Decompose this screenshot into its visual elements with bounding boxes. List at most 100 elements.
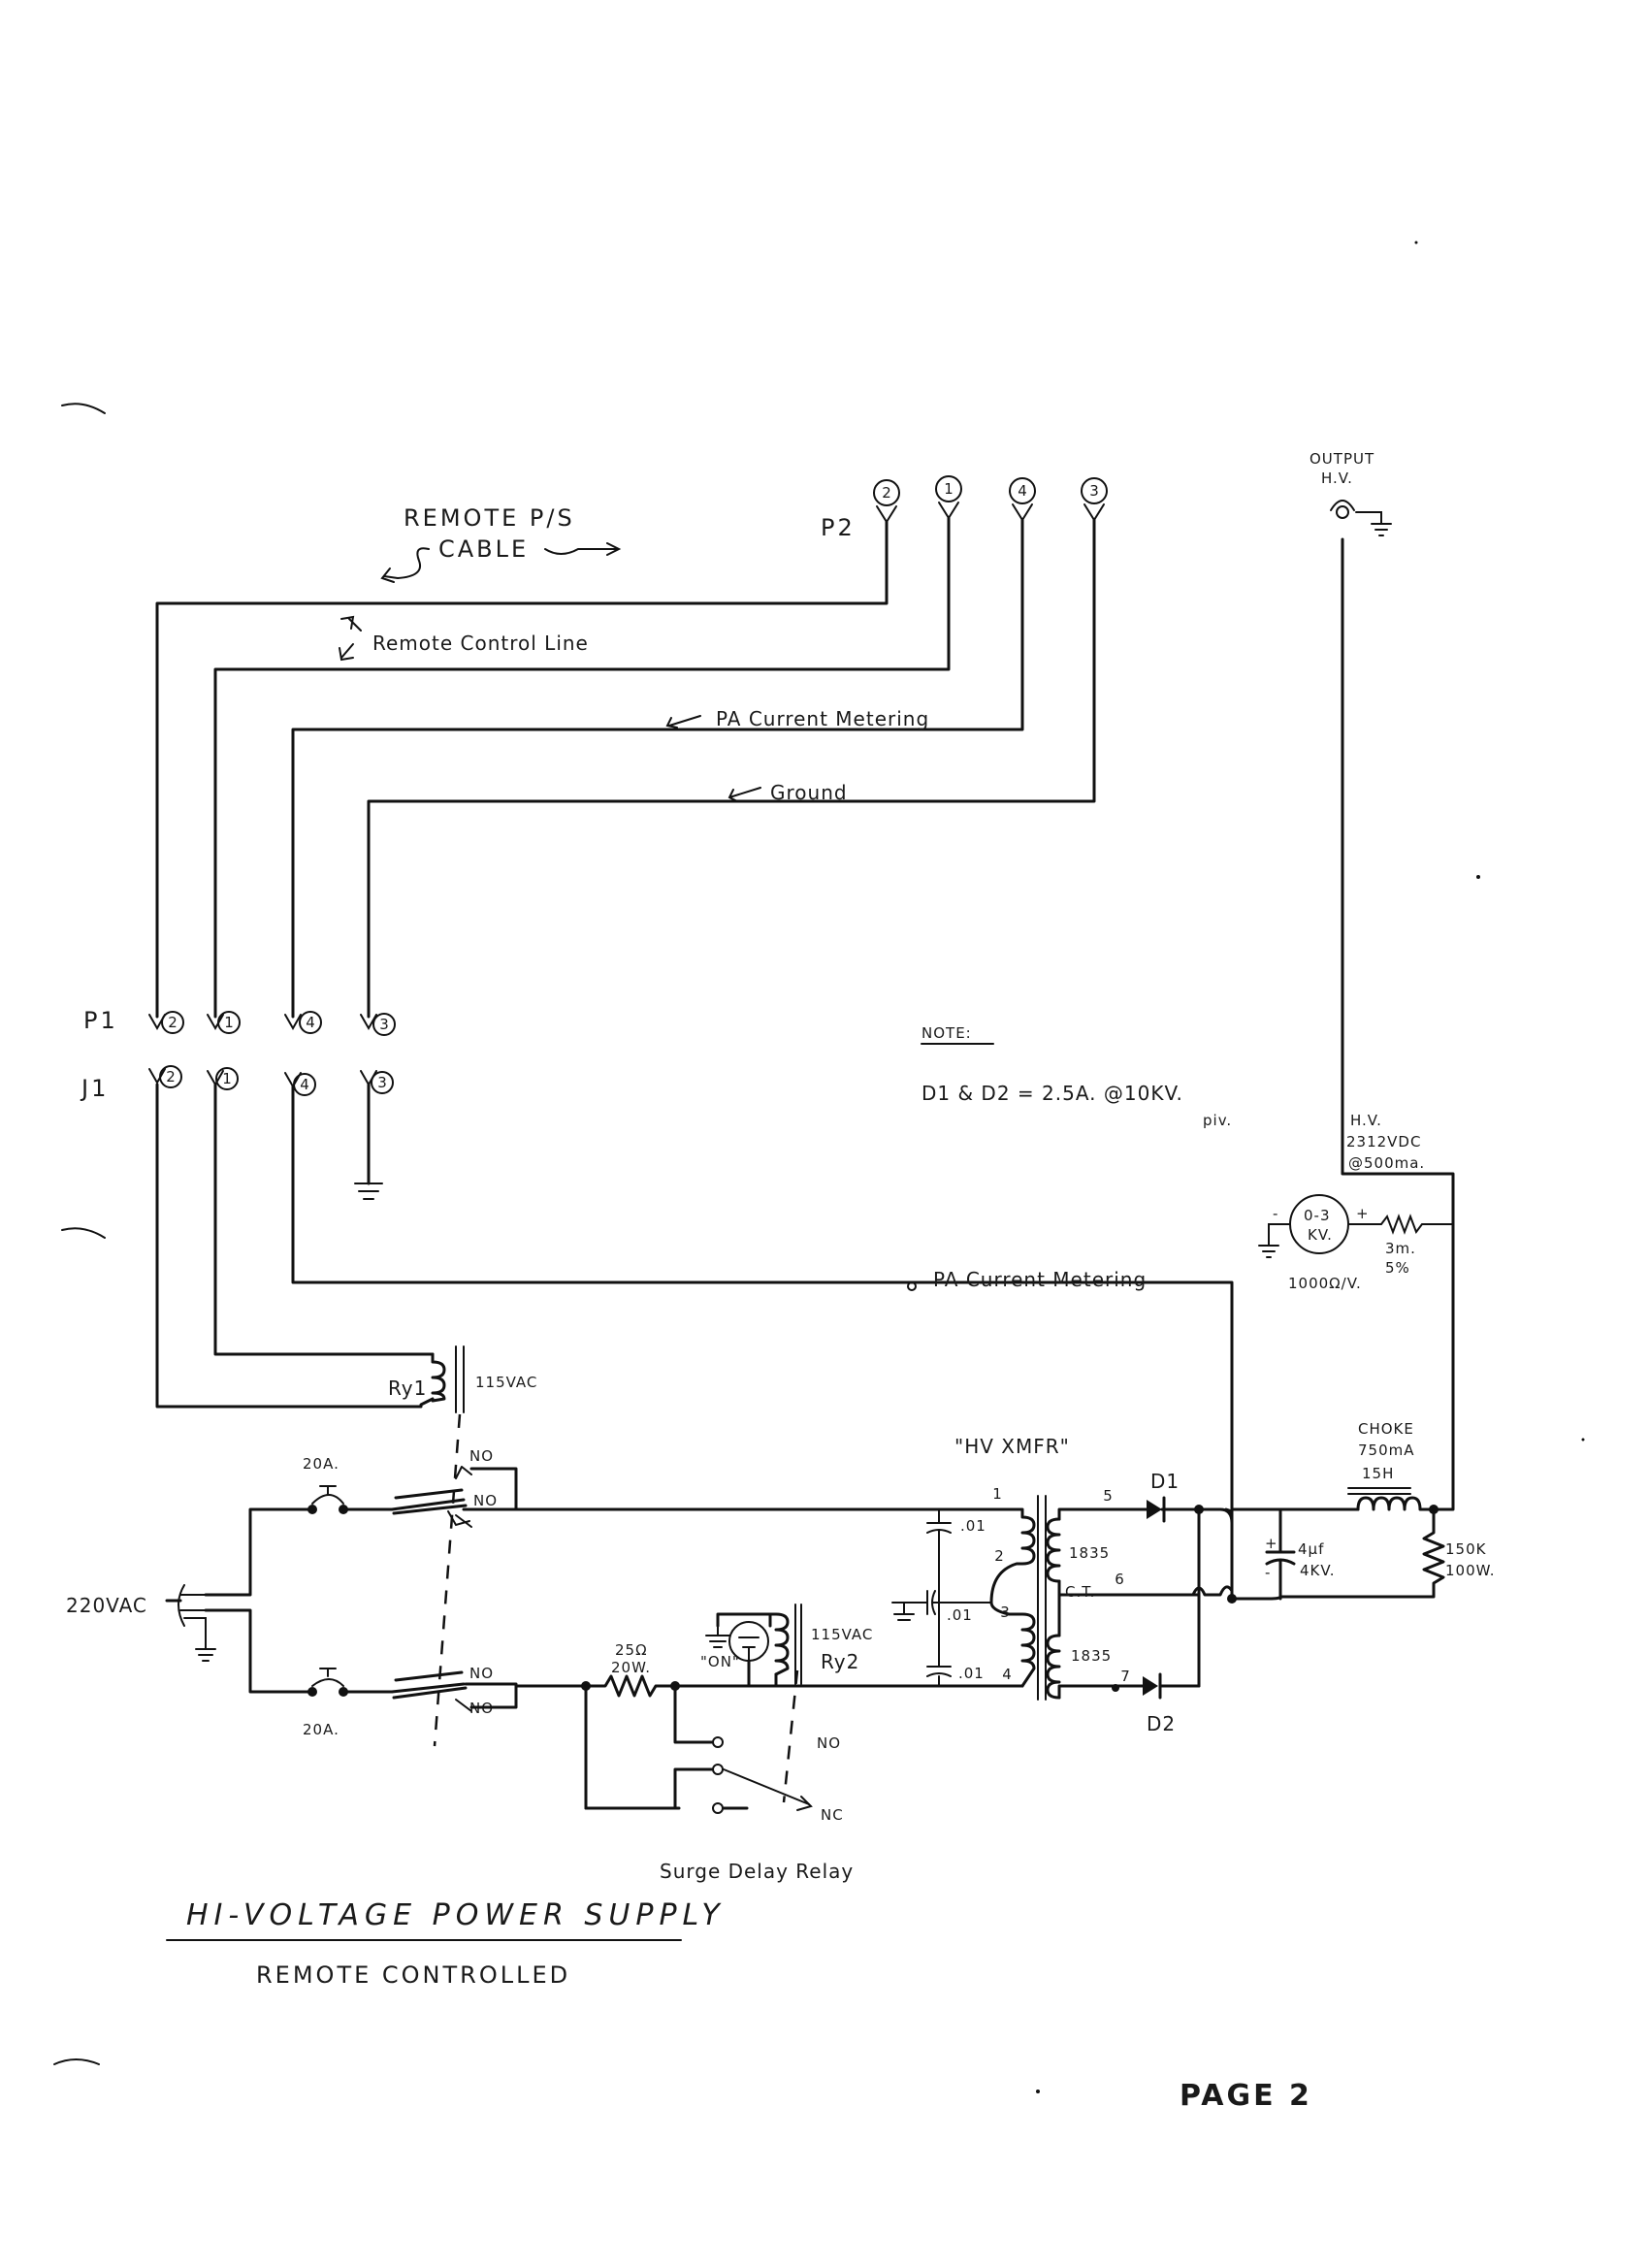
svg-text:20W.: 20W.	[611, 1659, 651, 1676]
on-lamp: "ON"	[700, 1612, 772, 1688]
remote-cable-wires	[155, 516, 1096, 1019]
svg-text:REMOTE CONTROLLED: REMOTE CONTROLLED	[256, 1961, 570, 1989]
svg-text:.01: .01	[947, 1606, 973, 1624]
svg-text:3: 3	[1000, 1604, 1010, 1621]
diode-d1: D1	[1137, 1470, 1201, 1523]
breaker-top: 20A.	[303, 1455, 394, 1514]
svg-text:4: 4	[306, 1014, 315, 1031]
p2-pin-3: 3	[1081, 477, 1108, 522]
svg-text:3: 3	[1089, 482, 1099, 500]
hv-transformer: "HV XMFR" 1 2 3 4 1835 C.T. 1835 5 6 7	[954, 1435, 1195, 1701]
p1-j1-connectors: P1 J1 2 1 4 3 2 1 4 3	[80, 1007, 396, 1102]
svg-text:2312VDC: 2312VDC	[1346, 1133, 1421, 1150]
svg-text:150K: 150K	[1445, 1540, 1487, 1558]
output-hv-jack: OUTPUT H.V.	[1310, 450, 1392, 536]
svg-text:15H: 15H	[1362, 1465, 1394, 1482]
svg-text:2: 2	[882, 484, 891, 502]
svg-text:220VAC: 220VAC	[66, 1594, 147, 1617]
svg-text:750mA: 750mA	[1358, 1442, 1415, 1459]
choke: CHOKE 750mA 15H	[1347, 1420, 1439, 1514]
svg-text:D1 & D2 = 2.5A. @10KV.: D1 & D2 = 2.5A. @10KV.	[922, 1082, 1183, 1105]
svg-text:5%: 5%	[1385, 1259, 1410, 1277]
svg-text:3: 3	[379, 1016, 389, 1033]
svg-text:4: 4	[1018, 482, 1027, 500]
title-block: HI-VOLTAGE POWER SUPPLY REMOTE CONTROLLE…	[166, 1898, 720, 1989]
svg-text:1: 1	[944, 480, 954, 498]
svg-text:NO: NO	[473, 1492, 498, 1509]
svg-text:P1: P1	[83, 1007, 118, 1034]
hv-voltmeter: 0-3 KV. - + 3m. 5% 1000Ω/V.	[1258, 1194, 1454, 1292]
svg-text:.01: .01	[958, 1665, 985, 1682]
surge-resistor: 25Ω 20W.	[581, 1641, 680, 1698]
svg-text:J1: J1	[80, 1075, 109, 1102]
relay-ry2: 115VAC Ry2	[768, 1604, 873, 1688]
svg-text:H.V.: H.V.	[1321, 470, 1353, 487]
svg-text:Ground: Ground	[770, 781, 848, 804]
svg-text:Remote Control Line: Remote Control Line	[372, 632, 589, 655]
svg-text:H.V.: H.V.	[1350, 1112, 1382, 1129]
svg-text:20A.: 20A.	[303, 1721, 340, 1738]
svg-text:1835: 1835	[1071, 1647, 1112, 1665]
svg-text:1: 1	[992, 1485, 1002, 1503]
svg-text:2: 2	[168, 1014, 178, 1031]
svg-text:-: -	[1273, 1205, 1278, 1222]
svg-text:piv.: piv.	[1203, 1112, 1232, 1129]
ground-line-label: Ground	[728, 781, 848, 804]
svg-text:20A.: 20A.	[303, 1455, 340, 1473]
hv-rating-label: H.V. 2312VDC @500ma.	[1346, 1112, 1424, 1172]
filter-capacitor: + - 4µf 4KV.	[1230, 1507, 1360, 1601]
j1-pins: 2 1 4 3	[148, 1065, 394, 1096]
svg-text:4KV.: 4KV.	[1300, 1562, 1335, 1579]
svg-text:2: 2	[994, 1547, 1004, 1565]
svg-text:NO: NO	[469, 1447, 494, 1465]
p2-connector: P2 2 1 4 3	[821, 475, 1108, 541]
pa-metering-label: PA Current Metering	[665, 707, 929, 730]
ry1-contacts-bottom: NO NO	[390, 1665, 588, 1717]
remote-control-line-label: Remote Control Line	[339, 615, 589, 662]
svg-text:1: 1	[224, 1014, 234, 1031]
binder-hole-marks	[53, 403, 106, 2065]
surge-delay-relay: NO NC Surge Delay Relay	[584, 1669, 854, 1883]
relay-ry1: Ry1 115VAC	[388, 1345, 536, 1413]
svg-text:3m.: 3m.	[1385, 1240, 1416, 1257]
svg-text:+: +	[1356, 1205, 1370, 1222]
scan-specks	[1036, 241, 1585, 2093]
breaker-bottom: 20A.	[303, 1668, 394, 1738]
svg-text:D2: D2	[1147, 1712, 1176, 1735]
svg-text:OUTPUT: OUTPUT	[1310, 450, 1374, 468]
svg-text:6: 6	[1115, 1571, 1124, 1588]
svg-text:2: 2	[166, 1068, 176, 1085]
svg-text:NC: NC	[821, 1806, 844, 1824]
svg-text:5: 5	[1103, 1487, 1113, 1505]
svg-text:1835: 1835	[1069, 1544, 1110, 1562]
ry1-contacts-top: NO NO	[390, 1447, 1020, 1528]
p2-pin-1: 1	[935, 475, 962, 520]
svg-text:4: 4	[1002, 1666, 1012, 1683]
svg-text:NOTE:: NOTE:	[922, 1024, 972, 1042]
svg-text:+: +	[1265, 1535, 1278, 1552]
p2-pin-4: 4	[1009, 477, 1036, 522]
svg-text:Surge Delay Relay: Surge Delay Relay	[660, 1860, 854, 1883]
svg-text:D1: D1	[1150, 1470, 1180, 1493]
svg-text:PA Current Metering: PA Current Metering	[716, 707, 929, 730]
svg-text:Ry1: Ry1	[388, 1377, 427, 1400]
svg-text:"HV XMFR": "HV XMFR"	[954, 1435, 1070, 1458]
p1-pins: 2 1 4 3	[148, 1011, 396, 1036]
svg-text:0-3: 0-3	[1304, 1207, 1331, 1224]
mains-input: 220VAC	[66, 1507, 310, 1694]
svg-text:25Ω: 25Ω	[615, 1641, 648, 1659]
diode-d2: D2	[1114, 1672, 1201, 1735]
diode-note: NOTE: D1 & D2 = 2.5A. @10KV. piv.	[921, 1024, 1232, 1129]
svg-text:-: -	[1265, 1564, 1271, 1581]
svg-text:Ry2: Ry2	[821, 1650, 859, 1673]
pa-metering-lower-label: PA Current Metering	[907, 1268, 1147, 1291]
svg-text:KV.: KV.	[1308, 1226, 1333, 1244]
bleeder-resistor: 150K 100W.	[1341, 537, 1495, 1599]
ry1-mechanical-link	[433, 1413, 462, 1747]
svg-text:115VAC: 115VAC	[811, 1626, 873, 1643]
rectifier-output-node	[1191, 1505, 1360, 1688]
svg-text:REMOTE P/S: REMOTE P/S	[404, 504, 575, 532]
svg-text:PA Current Metering: PA Current Metering	[933, 1268, 1147, 1291]
svg-text:"ON": "ON"	[700, 1653, 740, 1670]
svg-text:NO: NO	[469, 1665, 494, 1682]
